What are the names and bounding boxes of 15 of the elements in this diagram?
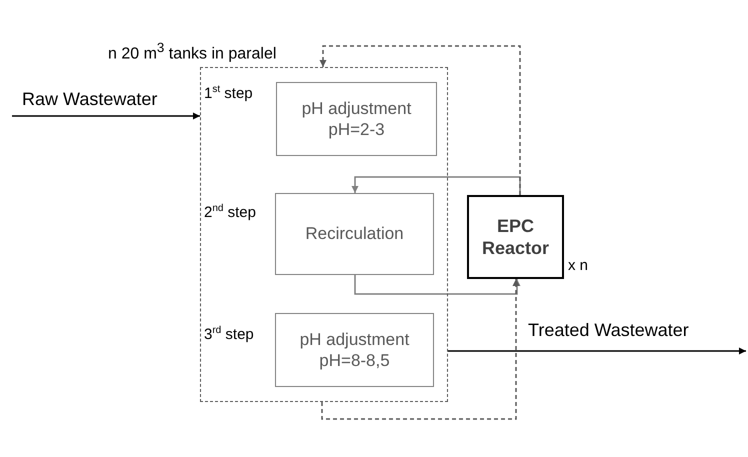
reactor-box: EPC Reactor (467, 195, 564, 279)
arrow (354, 275, 520, 295)
process-box: pH adjustment pH=2-3 (276, 82, 437, 156)
step-label: 3$^{rd}$ step (204, 325, 254, 343)
multiplier-label: x n (568, 257, 588, 274)
step-label: 1$^{st}$ step (204, 84, 253, 102)
arrow (320, 45, 521, 195)
process-box: Recirculation (275, 193, 434, 275)
process-box: pH adjustment pH=8-8,5 (275, 313, 434, 387)
arrow (12, 112, 200, 120)
arrow (352, 176, 521, 195)
arrow (448, 348, 746, 354)
arrow (321, 279, 520, 420)
step-label: 2$^{nd}$ step (204, 203, 256, 221)
group-heading: n 20 m$^{3}$ tanks in paralel (108, 40, 276, 64)
